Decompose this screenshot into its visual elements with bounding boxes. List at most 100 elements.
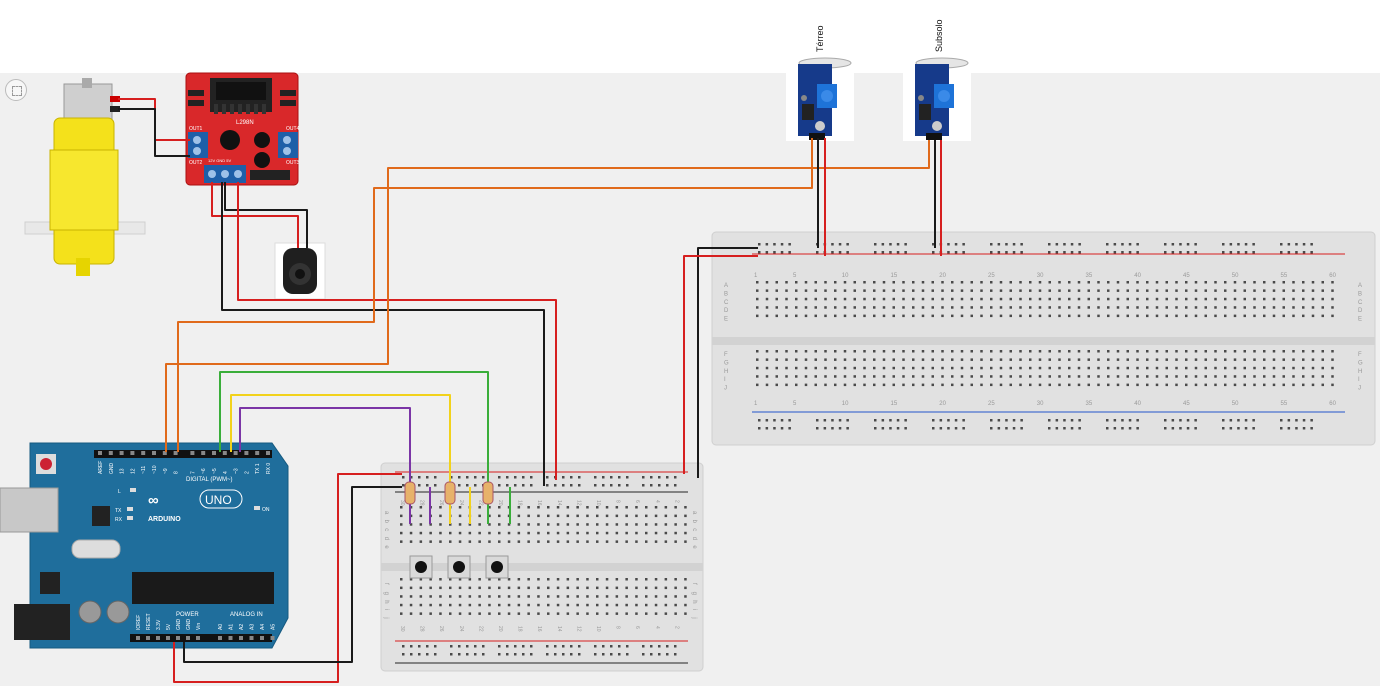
- bb-small-col-number: 22: [477, 626, 483, 632]
- fit-view-icon[interactable]: [5, 79, 27, 101]
- bb-small-col-number: 30: [399, 626, 405, 632]
- bb-large-col-number: 55: [1281, 273, 1288, 279]
- wire-motor-black: [118, 108, 190, 157]
- arduino-power-pin-label: GND: [176, 619, 182, 631]
- arduino-analog-pin-label: A1: [229, 624, 235, 630]
- bb-small-col-number: 28: [419, 626, 425, 632]
- bb-small-col-number: 30: [399, 500, 405, 506]
- sensor-label-terreo: Térreo: [815, 25, 825, 52]
- sensor-module-terreo: Térreo: [786, 25, 854, 141]
- breadboard-large: 1155101015152020252530303535404045455050…: [711, 231, 1376, 446]
- bb-small-row-label: b: [691, 520, 697, 524]
- bb-large-row-label: E: [724, 317, 728, 323]
- wire-bb-link-red: [683, 255, 758, 474]
- arduino-analog-pin-label: A0: [218, 624, 224, 630]
- bb-small-row-label: i: [691, 609, 697, 610]
- arduino-brand-text: ARDUINO: [148, 516, 181, 523]
- arduino-analog-pin-label: A4: [260, 624, 266, 630]
- bb-large-row-label: B: [724, 291, 728, 297]
- driver-chip-label: L298N: [236, 120, 254, 126]
- bb-small-row-label: j: [383, 616, 389, 618]
- bb-small-col-number: 14: [556, 626, 562, 632]
- bb-large-row-label: A: [1358, 283, 1362, 289]
- wire-sensor-subsolo-signal: [165, 140, 930, 452]
- bb-small-col-number: 10: [595, 626, 601, 632]
- bb-small-row-label: b: [383, 520, 389, 524]
- arduino-digital-pin-label: 12: [130, 468, 136, 474]
- arduino-digital-pin-label: ~9: [163, 468, 169, 474]
- bb-small-row-label: c: [691, 528, 697, 531]
- bb-large-row-label: J: [1358, 386, 1361, 392]
- bb-small-row-label: c: [383, 528, 389, 531]
- bb-small-col-number: 14: [556, 500, 562, 506]
- arduino-digital-pin-label: ~3: [234, 468, 240, 474]
- l298n-driver: L298N OUT1 OUT4 OUT2 OUT3 12V GND 5V: [185, 72, 300, 186]
- arduino-digital-label: DIGITAL (PWM~): [186, 477, 233, 483]
- bb-large-col-number: 25: [988, 401, 995, 407]
- bb-small-col-number: 12: [575, 626, 581, 632]
- bb-large-row-label: E: [1358, 317, 1362, 323]
- bb-small-row-label: g: [383, 592, 389, 595]
- driver-out3-label: OUT3: [286, 160, 300, 166]
- wire-driver-gnd: [224, 182, 308, 248]
- arduino-power-label: POWER: [176, 612, 199, 618]
- arduino-analog-pin-label: A5: [271, 624, 277, 630]
- arduino-digital-pin-label: RX 0: [266, 463, 272, 474]
- bb-large-col-number: 10: [842, 401, 849, 407]
- bb-small-col-number: 20: [497, 500, 503, 506]
- bb-small-col-number: 8: [615, 500, 621, 503]
- arduino-digital-pin-label: ~6: [201, 468, 207, 474]
- bb-large-col-number: 50: [1232, 273, 1239, 279]
- bb-small-col-number: 6: [634, 626, 640, 629]
- arduino-analog-label: ANALOG IN: [230, 612, 263, 618]
- bb-small-col-number: 24: [458, 500, 464, 506]
- bb-large-col-number: 1: [754, 401, 758, 407]
- arduino-led-label: L: [118, 489, 121, 495]
- bb-large-row-label: H: [724, 369, 728, 375]
- arduino-power-pin-label: RESET: [146, 613, 152, 630]
- arduino-digital-pin-label: ~10: [152, 465, 158, 474]
- bb-small-row-label: h: [383, 600, 389, 603]
- bb-large-col-number: 10: [842, 273, 849, 279]
- wire-button-purple: [239, 407, 411, 487]
- wires: [118, 98, 942, 683]
- wire-driver-gnd-bb: [221, 182, 545, 486]
- arduino-digital-pin-label: 13: [120, 468, 126, 474]
- wire-bb-link-black: [697, 247, 758, 478]
- bb-large-col-number: 35: [1086, 273, 1093, 279]
- wire-driver-12v: [211, 182, 299, 248]
- bb-small-row-label: f: [691, 583, 697, 585]
- driver-out2-label: OUT2: [189, 160, 203, 166]
- bb-small-row-label: e: [383, 545, 389, 549]
- bb-large-col-number: 30: [1037, 273, 1044, 279]
- bb-small-col-number: 26: [438, 500, 444, 506]
- bb-large-col-number: 5: [793, 401, 797, 407]
- bb-small-col-number: 10: [595, 500, 601, 506]
- bb-large-col-number: 45: [1183, 273, 1190, 279]
- bb-large-row-label: F: [724, 352, 728, 358]
- arduino-power-pin-label: Vin: [196, 623, 202, 630]
- bb-large-col-number: 15: [891, 401, 898, 407]
- arduino-digital-pin-label: GND: [109, 463, 115, 475]
- bb-large-row-label: A: [724, 283, 728, 289]
- bb-large-col-number: 25: [988, 273, 995, 279]
- dc-gear-motor: [24, 78, 146, 276]
- resistors: [404, 481, 494, 505]
- arduino-led-label: TX: [115, 508, 122, 514]
- bb-large-row-label: I: [724, 377, 726, 383]
- bb-small-col-number: 18: [517, 500, 523, 506]
- bb-large-col-number: 40: [1134, 401, 1141, 407]
- arduino-power-pin-label: GND: [186, 619, 192, 631]
- bb-small-row-label: g: [691, 592, 697, 595]
- wire-button-green: [219, 371, 489, 487]
- arduino-power-pin-label: 3.3V: [156, 619, 162, 630]
- arduino-analog-pin-label: A2: [239, 624, 245, 630]
- bb-small-row-label: a: [383, 511, 389, 515]
- arduino-digital-pin-label: 7: [190, 471, 196, 474]
- arduino-infinity-logo: ∞: [148, 492, 159, 509]
- wire-arduino-gnd: [183, 486, 402, 663]
- bb-large-col-number: 5: [793, 273, 797, 279]
- bb-small-col-number: 24: [458, 626, 464, 632]
- bb-small-row-label: j: [691, 616, 697, 618]
- bb-large-col-number: 60: [1329, 401, 1336, 407]
